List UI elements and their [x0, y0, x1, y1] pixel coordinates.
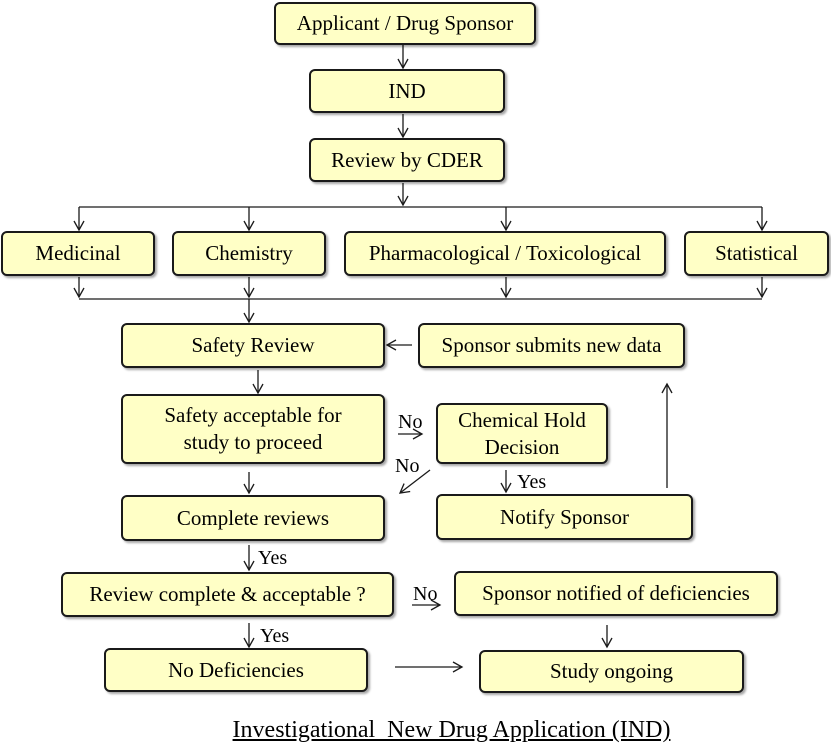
- safety-review-label: Safety Review: [191, 333, 315, 357]
- notify-sponsor-box: Notify Sponsor: [436, 494, 693, 540]
- edge-label-no-to-deficiencies: No: [413, 583, 438, 605]
- notify-sponsor-label: Notify Sponsor: [500, 504, 629, 529]
- complete-reviews-box: Complete reviews: [121, 495, 385, 541]
- edge-label-yes-to-review-complete: Yes: [258, 547, 288, 569]
- safety-review-box: Safety Review: [121, 323, 385, 368]
- statistical-label: Statistical: [715, 241, 798, 265]
- chemical-hold-box: Chemical Hold Decision: [436, 403, 608, 464]
- pharm-tox-label: Pharmacological / Toxicological: [368, 241, 642, 265]
- review-complete-label: Review complete & acceptable ?: [89, 582, 366, 606]
- no-deficiencies-box: No Deficiencies: [104, 648, 368, 692]
- medicinal-label: Medicinal: [35, 241, 121, 265]
- safety-acceptable-line-1: Safety acceptable for: [164, 403, 342, 427]
- review-complete-box: Review complete & acceptable ?: [61, 572, 394, 617]
- review-cder-label: Review by CDER: [331, 147, 483, 172]
- medicinal-box: Medicinal: [1, 231, 155, 276]
- no-deficiencies-label: No Deficiencies: [168, 657, 304, 682]
- applicant-box: Applicant / Drug Sponsor: [274, 2, 536, 45]
- diagram-title: Investigational New Drug Application (IN…: [232, 717, 671, 743]
- safety-acceptable-line-2: study to proceed: [183, 430, 323, 454]
- study-ongoing-box: Study ongoing: [479, 650, 744, 693]
- ind-label: IND: [388, 78, 426, 103]
- sponsor-new-data-box: Sponsor submits new data: [418, 323, 685, 368]
- review-cder-box: Review by CDER: [309, 138, 505, 182]
- chemistry-box: Chemistry: [172, 231, 326, 276]
- applicant-label: Applicant / Drug Sponsor: [296, 11, 514, 35]
- ind-box: IND: [309, 69, 505, 113]
- edge-label-no-to-hold: No: [398, 411, 423, 433]
- edge-label-yes-to-no-deficiencies: Yes: [260, 625, 290, 647]
- edge-label-no-to-complete: No: [395, 455, 420, 477]
- deficiencies-notified-box: Sponsor notified of deficiencies: [454, 571, 778, 616]
- statistical-box: Statistical: [684, 231, 829, 276]
- chemical-hold-line-2: Decision: [484, 434, 560, 459]
- chemical-hold-line-1: Chemical Hold: [458, 407, 586, 432]
- complete-reviews-label: Complete reviews: [176, 505, 330, 530]
- safety-acceptable-box: Safety acceptable for study to proceed: [121, 394, 385, 464]
- chemistry-label: Chemistry: [205, 241, 293, 265]
- pharm-tox-box: Pharmacological / Toxicological: [344, 231, 666, 276]
- study-ongoing-label: Study ongoing: [549, 659, 674, 683]
- edge-label-yes-to-notify: Yes: [517, 471, 547, 493]
- arrow-hold-to-complete: [398, 469, 431, 494]
- sponsor-new-data-label: Sponsor submits new data: [441, 333, 662, 357]
- deficiencies-notified-label: Sponsor notified of deficiencies: [482, 581, 750, 605]
